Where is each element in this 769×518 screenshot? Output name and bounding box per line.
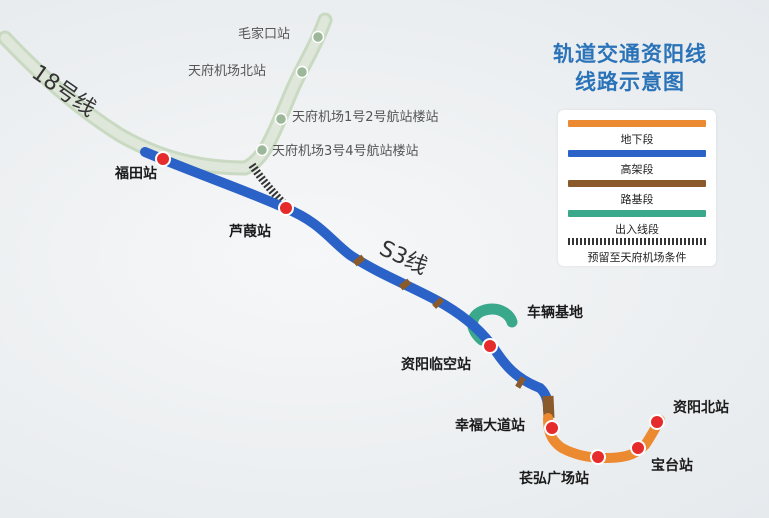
legend-subgrade-swatch <box>568 180 706 187</box>
station-futian-label: 福田站 <box>115 166 157 182</box>
legend-underground-label: 地下段 <box>620 133 654 146</box>
station-futian-dot <box>155 151 171 167</box>
legend-underground-swatch <box>568 120 706 127</box>
station-xingfu-dot <box>544 420 560 436</box>
station-maojiakou-label: 毛家口站 <box>238 27 291 42</box>
legend-elevated-swatch <box>568 150 706 157</box>
map-title-line2: 线路示意图 <box>575 70 685 94</box>
reserved-connection <box>248 162 291 211</box>
legend-subgrade-label: 路基段 <box>620 193 654 206</box>
legend: 地下段 高架段 路基段 出入线段 预留至天府机场条件 <box>558 110 716 266</box>
station-luwei-dot <box>278 200 294 216</box>
station-changhong-dot <box>590 449 606 465</box>
station-baotai-dot <box>630 440 646 456</box>
legend-reserved-swatch <box>568 238 706 245</box>
station-luwei-label: 芦葭站 <box>229 224 271 240</box>
legend-reserved-label: 预留至天府机场条件 <box>587 251 687 264</box>
s3-elevated-track <box>140 147 553 415</box>
legend-elevated-label: 高架段 <box>620 163 654 176</box>
station-ziyang-airport-dot <box>482 338 498 354</box>
station-xingfu-label: 幸福大道站 <box>455 418 525 434</box>
legend-access-swatch <box>568 210 706 217</box>
map-title-line1: 轨道交通资阳线 <box>553 42 707 66</box>
station-ziyang-airport-label: 资阳临空站 <box>401 357 471 373</box>
map-title: 轨道交通资阳线 线路示意图 <box>540 40 720 96</box>
station-baotai-label: 宝台站 <box>651 458 693 474</box>
station-ziyang-north-dot <box>649 414 665 430</box>
legend-access-label: 出入线段 <box>615 223 659 236</box>
station-changhong-label: 苌弘广场站 <box>519 471 589 487</box>
subgrade-segments <box>352 254 555 419</box>
station-t3t4-label: 天府机场3号4号航站楼站 <box>272 144 419 159</box>
station-airport-north-label: 天府机场北站 <box>188 64 267 79</box>
line18-station-markers <box>255 30 325 157</box>
station-t1t2-label: 天府机场1号2号航站楼站 <box>292 110 439 125</box>
depot-label: 车辆基地 <box>527 305 583 321</box>
station-markers <box>155 151 665 465</box>
station-ziyang-north-label: 资阳北站 <box>673 400 729 416</box>
